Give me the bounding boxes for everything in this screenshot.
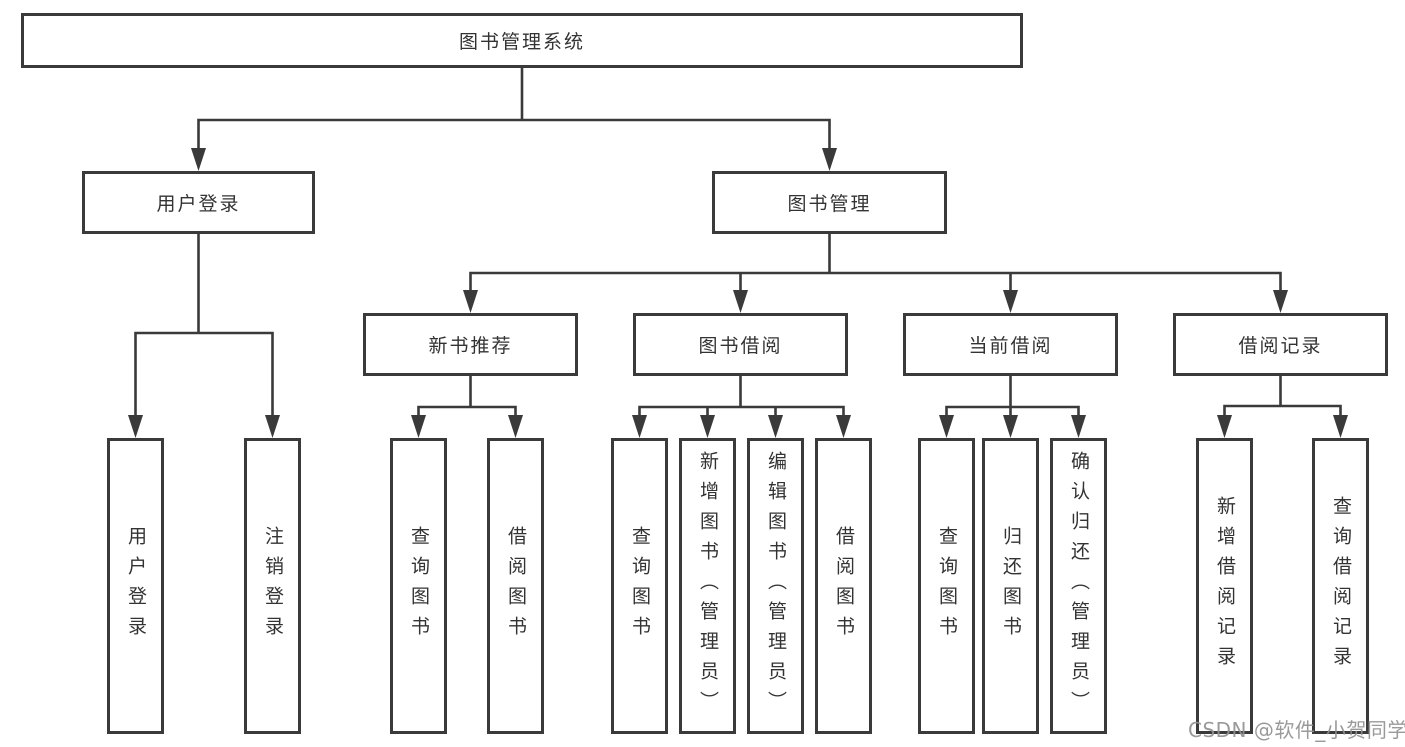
node-book-borrow-label: 图书借阅 [698,335,783,357]
node-new-book-recommend-label: 新书推荐 [428,335,513,357]
node-user-login: 用户登录 [82,171,315,234]
node-borrow-record: 借阅记录 [1173,313,1388,376]
leaf-query-book-current-label: 查询图书 [936,526,958,646]
leaf-query-book-borrow: 查询图书 [611,438,668,734]
leaf-logout: 注销登录 [244,438,301,734]
leaf-query-book-current: 查询图书 [918,438,975,734]
leaf-confirm-return-admin: 确认归还（管理员） [1050,438,1107,734]
node-user-login-label: 用户登录 [156,193,241,215]
leaf-borrow-book-newbook-label: 借阅图书 [505,526,527,646]
leaf-query-book-newbook: 查询图书 [390,438,447,734]
connector-user-login-children [128,234,280,438]
node-new-book-recommend: 新书推荐 [363,313,578,376]
leaf-logout-label: 注销登录 [262,526,284,646]
leaf-confirm-return-admin-label: 确认归还（管理员） [1068,451,1090,721]
leaf-borrow-book: 借阅图书 [815,438,872,734]
leaf-user-login: 用户登录 [107,438,164,734]
connector-book-mgmt-children [463,234,1288,313]
leaf-query-book-borrow-label: 查询图书 [629,526,651,646]
leaf-query-borrow-record-label: 查询借阅记录 [1330,496,1352,676]
node-book-management-label: 图书管理 [787,193,872,215]
connector-current-borrow-children [939,376,1086,438]
connector-borrow-record-children [1217,376,1348,438]
node-book-management: 图书管理 [712,171,947,234]
leaf-edit-book-admin-label: 编辑图书（管理员） [765,451,787,721]
connector-book-borrow-children [632,376,851,438]
leaf-add-book-admin: 新增图书（管理员） [679,438,736,734]
leaf-add-book-admin-label: 新增图书（管理员） [697,451,719,721]
node-root-system: 图书管理系统 [21,13,1023,68]
leaf-query-book-newbook-label: 查询图书 [408,526,430,646]
connector-root-to-level1 [191,68,837,171]
node-book-borrow: 图书借阅 [633,313,848,376]
node-current-borrow-label: 当前借阅 [968,335,1053,357]
leaf-return-book-label: 归还图书 [1000,526,1022,646]
leaf-borrow-book-label: 借阅图书 [833,526,855,646]
leaf-borrow-book-newbook: 借阅图书 [487,438,544,734]
connector-new-book-children [411,376,523,438]
leaf-return-book: 归还图书 [982,438,1039,734]
leaf-user-login-label: 用户登录 [125,526,147,646]
watermark-text: CSDN @软件_小贺同学 [1188,718,1405,742]
node-borrow-record-label: 借阅记录 [1238,335,1323,357]
leaf-add-borrow-record-label: 新增借阅记录 [1214,496,1236,676]
node-root-system-label: 图书管理系统 [458,31,585,53]
leaf-add-borrow-record: 新增借阅记录 [1196,438,1253,734]
leaf-edit-book-admin: 编辑图书（管理员） [747,438,804,734]
node-current-borrow: 当前借阅 [903,313,1118,376]
leaf-query-borrow-record: 查询借阅记录 [1312,438,1369,734]
